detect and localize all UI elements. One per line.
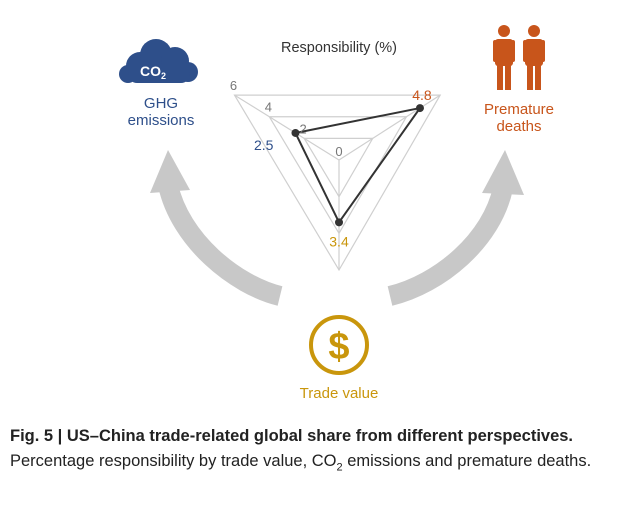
axis-label-ghg-line-1: emissions: [128, 112, 195, 129]
tick-label-4: 4: [265, 100, 272, 115]
arrow-right-head: [482, 150, 524, 195]
grid-ring-6: [233, 94, 442, 272]
person-icon-1: [493, 25, 515, 90]
axis-label-deaths-line-1: deaths: [496, 118, 541, 135]
radar-chart: 0 2 4 6 3.4 2.5 4.8 Responsibility (%) Trade val…: [119, 25, 554, 402]
arrow-left-body: [158, 182, 283, 306]
co2-icon-text: CO2: [140, 63, 166, 81]
person-torso: [525, 39, 543, 66]
grid-ring-2: [303, 137, 374, 198]
series-line: [293, 106, 423, 225]
person-arm-left: [523, 40, 527, 62]
tick-label-0: 0: [335, 144, 342, 159]
dollar-glyph: $: [328, 326, 349, 368]
grid-spoke-2: [338, 94, 441, 161]
tick-label-6: 6: [230, 78, 237, 93]
radar-grid: [233, 94, 442, 272]
person-arm-right: [541, 40, 545, 62]
person-leg-left: [497, 64, 503, 90]
value-label-1: 2.5: [254, 137, 274, 153]
person-head: [498, 25, 510, 37]
grid-spoke-1: [234, 94, 340, 161]
cycle-arrows: [150, 150, 524, 306]
radar-labels: 0 2 4 6 3.4 2.5 4.8 Responsibility (%) Trade val…: [128, 40, 554, 402]
axis-label-trade-value: Trade value: [300, 385, 379, 402]
figure-caption: Fig. 5 | US–China trade-related global s…: [10, 424, 614, 480]
person-head: [528, 25, 540, 37]
person-leg-right: [505, 64, 511, 90]
arrow-left-head: [150, 150, 190, 193]
cloud-base: [128, 64, 190, 83]
arrow-right-body: [387, 185, 513, 306]
caption-sub: 2: [336, 461, 343, 474]
tick-label-2: 2: [300, 121, 307, 136]
dollar-icon: $: [309, 315, 369, 375]
axis-label-deaths-line-0: Premature: [484, 101, 554, 118]
series-point-1: [291, 128, 300, 137]
person-leg-right: [535, 64, 541, 90]
co2-subscript: 2: [161, 71, 166, 81]
radar-series: [291, 104, 424, 227]
series-point-0: [335, 218, 343, 227]
axis-label-ghg-line-0: GHG: [144, 95, 178, 112]
cloud-icon: CO2: [119, 39, 198, 83]
person-arm-right: [511, 40, 515, 62]
value-label-2: 4.8: [412, 87, 432, 103]
axis-icons: CO2 $: [119, 25, 545, 375]
chart-title: Responsibility (%): [281, 40, 397, 56]
series-point-2: [415, 104, 424, 113]
value-label-0: 3.4: [329, 233, 349, 249]
person-arm-left: [493, 40, 497, 62]
person-torso: [495, 39, 513, 66]
caption-text-2: emissions and premature deaths.: [342, 452, 592, 470]
grid-ring-4: [268, 116, 408, 235]
caption-text-1: Percentage responsibility by trade value…: [10, 452, 337, 470]
caption-title: Fig. 5 | US–China trade-related global s…: [10, 427, 574, 445]
person-leg-left: [527, 64, 533, 90]
dollar-ring: [309, 315, 369, 375]
person-icon-2: [523, 25, 545, 90]
